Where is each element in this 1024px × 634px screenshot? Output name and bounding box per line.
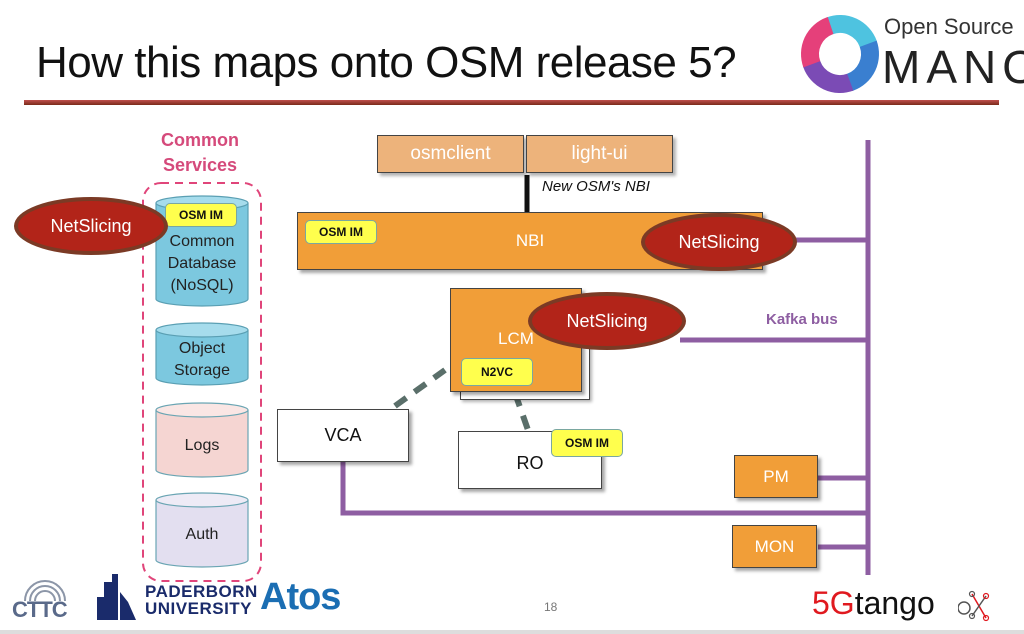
- footer-divider: [0, 630, 1024, 634]
- nbi-label: NBI: [515, 231, 545, 250]
- cyl-line: Object: [178, 340, 226, 357]
- light-ui-box: light-ui: [526, 135, 673, 173]
- vca-box: VCA: [277, 409, 409, 462]
- common-database-cylinder: OSM IM Common Database (NoSQL): [155, 195, 249, 307]
- osm-im-tag: OSM IM: [165, 203, 237, 227]
- cylinder-shape-icon: [155, 492, 249, 568]
- cyl-line: (NoSQL): [170, 277, 234, 294]
- logo-open-source: Open Source: [884, 14, 1014, 39]
- page-number: 18: [544, 600, 558, 614]
- object-storage-cylinder: Object Storage: [155, 322, 249, 386]
- common-database-label: Common Database (NoSQL): [155, 231, 249, 297]
- logo-mano: MANO: [882, 41, 1024, 93]
- 5gtango-text: tango: [854, 585, 935, 621]
- paderborn-line2: UNIVERSITY: [145, 599, 253, 618]
- atos-logo: Atos: [260, 576, 341, 618]
- 5gtango-logo: 5Gtango: [812, 586, 935, 620]
- logs-cylinder: Logs: [155, 402, 249, 478]
- lcm-label: LCM: [498, 329, 534, 348]
- cyl-line: Logs: [184, 437, 220, 454]
- cyl-line: Storage: [173, 362, 231, 379]
- common-services-outline: [142, 182, 262, 582]
- 5gtango-circuit-icon: [958, 590, 990, 622]
- cylinder-shape-icon: [155, 322, 249, 386]
- common-services-title-line2: Services: [162, 155, 238, 175]
- title-divider: [24, 100, 999, 105]
- lcm-vca-link: [393, 367, 447, 409]
- cyl-line: Common: [169, 233, 235, 250]
- slide-title: How this maps onto OSM release 5?: [36, 38, 737, 87]
- pm-box: PM: [734, 455, 818, 498]
- cttc-logo: CTTC: [10, 573, 80, 623]
- mon-box: MON: [732, 525, 817, 568]
- auth-cylinder: Auth: [155, 492, 249, 568]
- nbi-osm-im-tag: OSM IM: [305, 220, 377, 244]
- cttc-wave-icon: [24, 580, 66, 602]
- paderborn-logo-icon: [97, 574, 136, 620]
- common-services-title: Common Services: [140, 128, 260, 178]
- auth-label: Auth: [155, 524, 249, 546]
- logs-label: Logs: [155, 435, 249, 457]
- osm-logo-icon: [801, 15, 879, 93]
- cylinder-shape-icon: [155, 402, 249, 478]
- n2vc-tag: N2VC: [461, 358, 533, 386]
- cyl-line: Database: [167, 255, 237, 272]
- ro-osm-im-tag: OSM IM: [551, 429, 623, 457]
- kafka-bus-label: Kafka bus: [766, 311, 838, 328]
- vca-bus-link: [340, 462, 868, 516]
- 5gtango-5g: 5G: [812, 585, 855, 621]
- paderborn-line1: PADERBORN: [145, 582, 258, 601]
- netslicing-db-ellipse: NetSlicing: [14, 197, 168, 255]
- cttc-text: CTTC: [12, 597, 68, 622]
- osmclient-box: osmclient: [377, 135, 524, 173]
- netslicing-lcm-ellipse: NetSlicing: [528, 292, 686, 350]
- paderborn-text: PADERBORN UNIVERSITY: [145, 583, 258, 617]
- cyl-line: Auth: [185, 526, 219, 543]
- object-storage-label: Object Storage: [155, 338, 249, 382]
- new-nbi-label: New OSM's NBI: [542, 178, 650, 195]
- common-services-title-line1: Common: [161, 130, 239, 150]
- netslicing-nbi-ellipse: NetSlicing: [641, 213, 797, 271]
